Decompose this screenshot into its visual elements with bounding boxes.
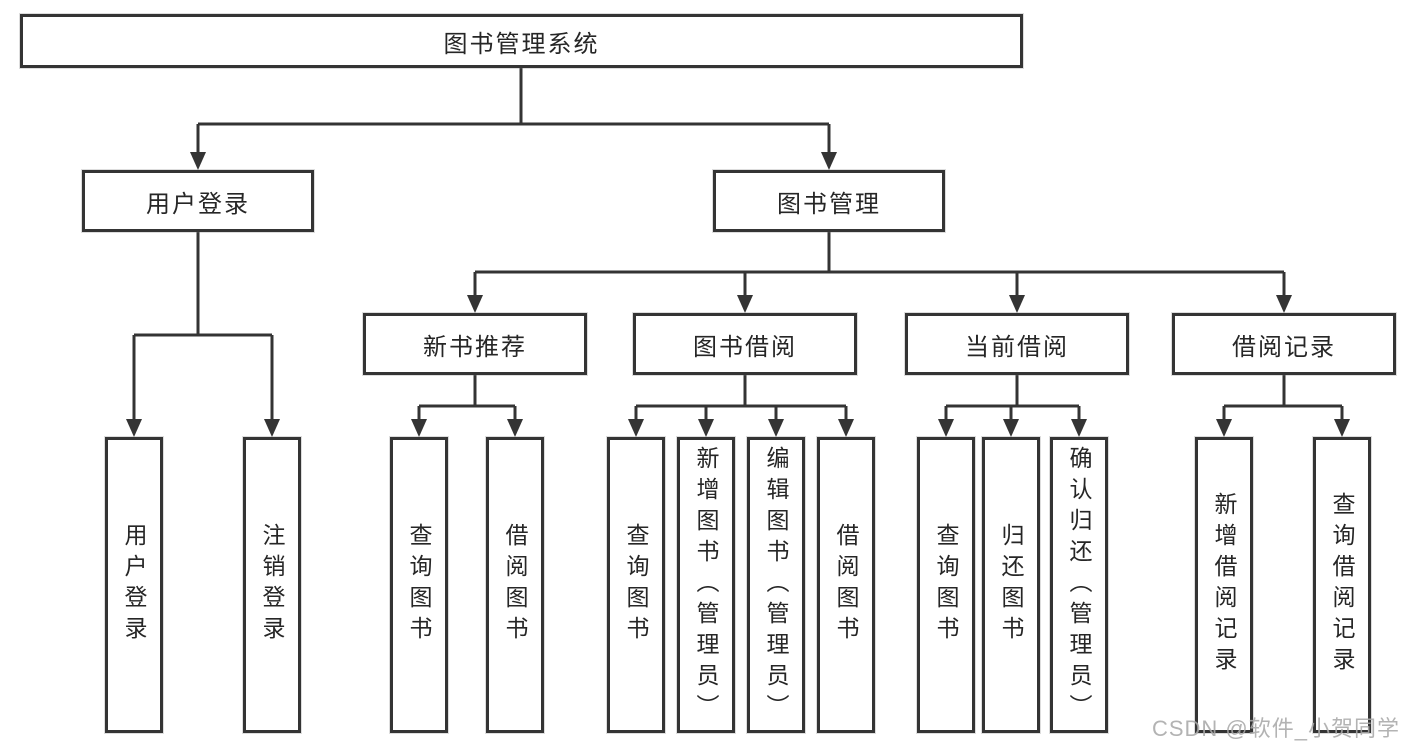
leaf-borrow-borrow-books: 借阅图书 bbox=[817, 437, 875, 733]
connector-borrow-records-children bbox=[1216, 375, 1350, 437]
node-book-borrow: 图书借阅 bbox=[633, 313, 857, 375]
node-root-system: 图书管理系统 bbox=[20, 14, 1023, 68]
connector-new-book-recommend-children bbox=[411, 375, 523, 437]
node-borrow-records: 借阅记录 bbox=[1172, 313, 1396, 375]
connector-root-to-level2 bbox=[190, 68, 837, 170]
leaf-current-confirm-return-admin: 确认归还（管理员） bbox=[1050, 437, 1108, 733]
leaf-records-query-record: 查询借阅记录 bbox=[1313, 437, 1371, 733]
connector-book-management-children bbox=[467, 232, 1292, 313]
connector-book-borrow-children bbox=[628, 375, 854, 437]
leaf-borrow-query-books: 查询图书 bbox=[607, 437, 665, 733]
connector-current-borrow-children bbox=[938, 375, 1087, 437]
leaf-borrow-edit-books-admin: 编辑图书（管理员） bbox=[747, 437, 805, 733]
leaf-user-login: 用户登录 bbox=[105, 437, 163, 733]
leaf-recommend-query-books: 查询图书 bbox=[390, 437, 448, 733]
node-user-login: 用户登录 bbox=[82, 170, 314, 232]
node-book-management: 图书管理 bbox=[713, 170, 945, 232]
leaf-current-return-books: 归还图书 bbox=[982, 437, 1040, 733]
connector-user-login-children bbox=[126, 232, 280, 437]
leaf-records-add-record: 新增借阅记录 bbox=[1195, 437, 1253, 733]
leaf-logout: 注销登录 bbox=[243, 437, 301, 733]
node-current-borrow: 当前借阅 bbox=[905, 313, 1129, 375]
leaf-borrow-add-books-admin: 新增图书（管理员） bbox=[677, 437, 735, 733]
leaf-recommend-borrow-books: 借阅图书 bbox=[486, 437, 544, 733]
node-new-book-recommend: 新书推荐 bbox=[363, 313, 587, 375]
csdn-watermark: CSDN @软件_小贺同学 bbox=[1151, 716, 1400, 741]
leaf-current-query-books: 查询图书 bbox=[917, 437, 975, 733]
